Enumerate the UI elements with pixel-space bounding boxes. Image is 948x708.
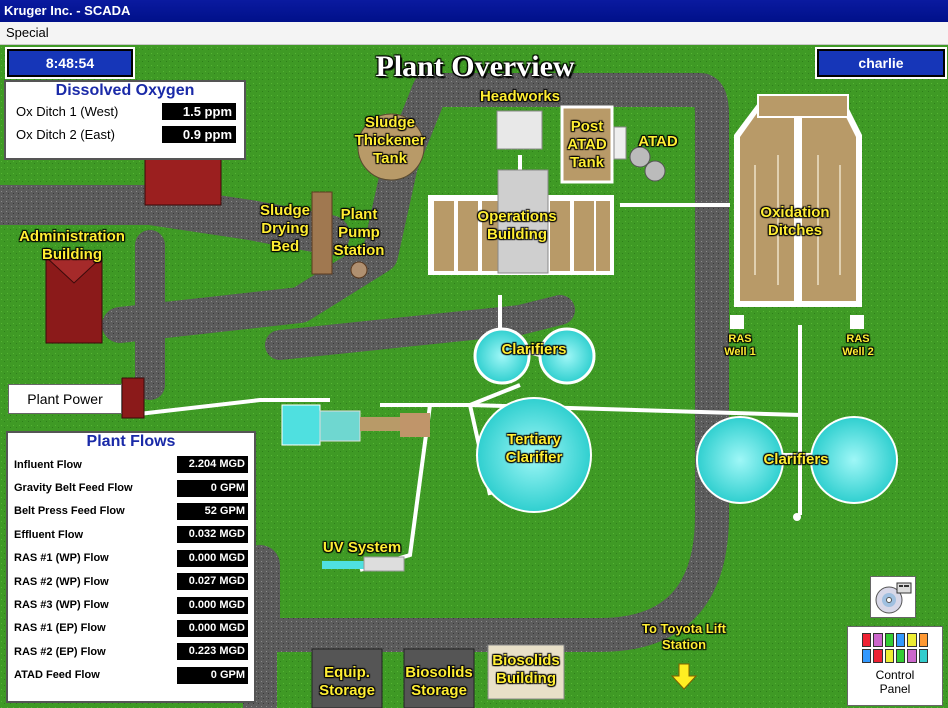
uv-system[interactable]: [322, 556, 405, 572]
flow-value: 0.032 MGD: [177, 526, 248, 544]
do-label: Ox Ditch 1 (West): [16, 104, 119, 119]
do-row-east: Ox Ditch 2 (East) 0.9 ppm: [6, 123, 244, 146]
flow-row: Belt Press Feed Flow 52 GPM: [8, 500, 254, 523]
clock-display: 8:48:54: [5, 47, 135, 79]
flow-value: 0 GPM: [177, 479, 248, 497]
atad[interactable]: [613, 126, 666, 182]
label-plant-pump[interactable]: Plant Pump Station: [333, 206, 385, 259]
flow-value: 0.000 MGD: [177, 619, 248, 637]
clarifier-right-1[interactable]: [696, 416, 784, 504]
label-clarifiers-right[interactable]: Clarifiers: [763, 451, 829, 468]
flow-value: 0.027 MGD: [177, 573, 248, 591]
plant-power-button[interactable]: Plant Power: [8, 384, 122, 414]
label-atad[interactable]: ATAD: [638, 133, 678, 150]
sludge-thickener-tank[interactable]: [357, 113, 425, 181]
label-toyota-lift[interactable]: To Toyota Lift Station: [642, 621, 726, 652]
administration-building[interactable]: [45, 140, 222, 419]
plant-pump-station[interactable]: [350, 261, 368, 279]
page-title: Plant Overview: [375, 50, 575, 83]
arrow-down-icon[interactable]: [670, 662, 698, 690]
do-label: Ox Ditch 2 (East): [16, 127, 115, 142]
do-value: 0.9 ppm: [162, 126, 236, 143]
dissolved-oxygen-panel: Dissolved Oxygen Ox Ditch 1 (West) 1.5 p…: [4, 80, 246, 160]
dissolved-oxygen-title: Dissolved Oxygen: [55, 82, 195, 99]
flow-row: RAS #3 (WP) Flow 0.000 MGD: [8, 593, 254, 616]
plant-flows-panel: Plant Flows Influent Flow 2.204 MGD Gravi…: [6, 431, 256, 703]
label-uv-system[interactable]: UV System: [322, 539, 402, 556]
flow-label: RAS #1 (WP) Flow: [14, 552, 109, 565]
menu-special[interactable]: Special: [6, 25, 49, 40]
label-ras-well-1[interactable]: RAS Well 1: [724, 333, 756, 358]
label-headworks[interactable]: Headworks: [479, 88, 561, 105]
do-row-west: Ox Ditch 1 (West) 1.5 ppm: [6, 100, 244, 123]
clarifier-right-2[interactable]: [810, 416, 898, 504]
label-ras-well-2[interactable]: RAS Well 2: [842, 333, 874, 358]
oxidation-ditches[interactable]: [730, 94, 864, 329]
label-post-atad[interactable]: Post ATAD Tank: [567, 118, 607, 171]
flow-label: RAS #2 (WP) Flow: [14, 575, 109, 588]
flow-label: Belt Press Feed Flow: [14, 505, 125, 518]
flow-row: RAS #1 (EP) Flow 0.000 MGD: [8, 617, 254, 640]
control-panel-icon: [862, 633, 928, 663]
label-sludge-thickener[interactable]: Sludge Thickener Tank: [354, 114, 426, 167]
tertiary-clarifier[interactable]: [476, 397, 592, 513]
flow-label: RAS #2 (EP) Flow: [14, 645, 106, 658]
label-administration[interactable]: Administration Building: [19, 228, 125, 263]
filter-units[interactable]: [281, 404, 430, 446]
label-oxidation[interactable]: Oxidation Ditches: [760, 204, 830, 239]
biosolids-storage[interactable]: [403, 648, 475, 708]
control-panel-label: Control Panel: [875, 668, 915, 696]
flow-row: ATAD Feed Flow 0 GPM: [8, 664, 254, 687]
biosolids-building[interactable]: [487, 644, 565, 700]
flow-value: 0.000 MGD: [177, 549, 248, 567]
flow-row: RAS #2 (EP) Flow 0.223 MGD: [8, 640, 254, 663]
flow-label: RAS #1 (EP) Flow: [14, 622, 106, 635]
label-operations[interactable]: Operations Building: [477, 208, 557, 243]
flow-label: Effluent Flow: [14, 528, 84, 541]
label-equip-storage[interactable]: Equip. Storage: [319, 664, 375, 699]
plant-map: Plant Overview 8:48:54 charlie Dissolved…: [0, 45, 948, 708]
flow-label: ATAD Feed Flow: [14, 669, 100, 682]
flow-label: RAS #3 (WP) Flow: [14, 599, 109, 612]
flow-row: RAS #2 (WP) Flow 0.027 MGD: [8, 570, 254, 593]
title-bar: Kruger Inc. - SCADA: [0, 0, 948, 22]
flow-value: 0.223 MGD: [177, 643, 248, 661]
pipe-junction: [793, 513, 801, 521]
cd-icon: [875, 582, 912, 614]
control-panel-button[interactable]: Control Panel: [847, 626, 943, 706]
user-display[interactable]: charlie: [815, 47, 947, 79]
equip-storage[interactable]: [311, 648, 383, 708]
flow-value: 0 GPM: [177, 666, 248, 684]
clarifier-top-1[interactable]: [473, 327, 531, 385]
flow-row: Gravity Belt Feed Flow 0 GPM: [8, 476, 254, 499]
flow-row: RAS #1 (WP) Flow 0.000 MGD: [8, 547, 254, 570]
plant-flows-title: Plant Flows: [86, 433, 176, 450]
label-sludge-drying[interactable]: Sludge Drying Bed: [259, 202, 310, 255]
clarifier-top-2[interactable]: [538, 327, 596, 385]
flow-value: 2.204 MGD: [177, 456, 248, 474]
label-biosolids-storage[interactable]: Biosolids Storage: [405, 664, 473, 699]
flow-label: Influent Flow: [14, 458, 82, 471]
flow-value: 0.000 MGD: [177, 596, 248, 614]
operations-building[interactable]: [428, 169, 614, 275]
menu-bar: Special: [0, 22, 948, 45]
flow-row: Effluent Flow 0.032 MGD: [8, 523, 254, 546]
headworks[interactable]: [496, 110, 543, 150]
flow-value: 52 GPM: [177, 502, 248, 520]
do-value: 1.5 ppm: [162, 103, 236, 120]
media-button[interactable]: [870, 576, 916, 618]
window-title: Kruger Inc. - SCADA: [4, 3, 131, 18]
label-biosolids-building[interactable]: Biosolids Building: [492, 652, 560, 687]
sludge-drying-bed[interactable]: [311, 191, 333, 275]
label-tertiary[interactable]: Tertiary Clarifier: [505, 431, 563, 466]
flow-row: Influent Flow 2.204 MGD: [8, 453, 254, 476]
post-atad-tank[interactable]: [560, 105, 614, 184]
label-clarifiers-top[interactable]: Clarifiers: [501, 341, 567, 358]
flow-label: Gravity Belt Feed Flow: [14, 482, 133, 495]
